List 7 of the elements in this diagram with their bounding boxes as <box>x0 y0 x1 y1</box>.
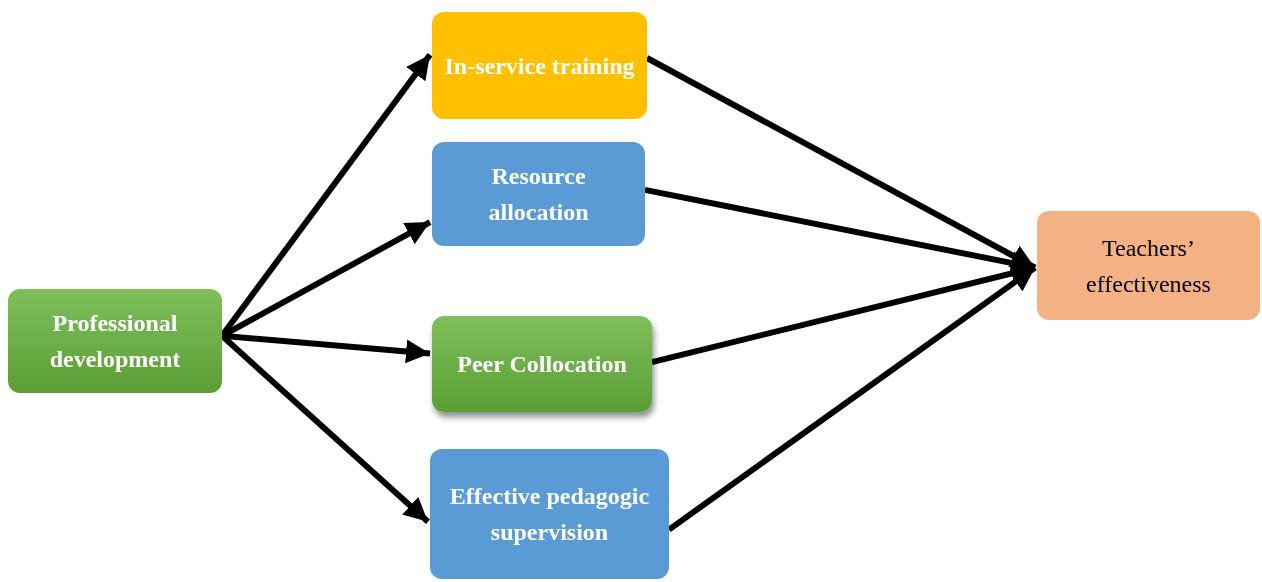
process-box: Peer Collocation <box>432 316 652 412</box>
process-box: Professional development <box>8 289 222 393</box>
process-box: In-service training <box>432 12 647 119</box>
process-box: Resource allocation <box>432 142 645 246</box>
outcome-box: Teachers’ effectiveness <box>1037 211 1260 320</box>
process-box: Effective pedagogic supervision <box>430 449 669 579</box>
arrow <box>667 265 1037 533</box>
